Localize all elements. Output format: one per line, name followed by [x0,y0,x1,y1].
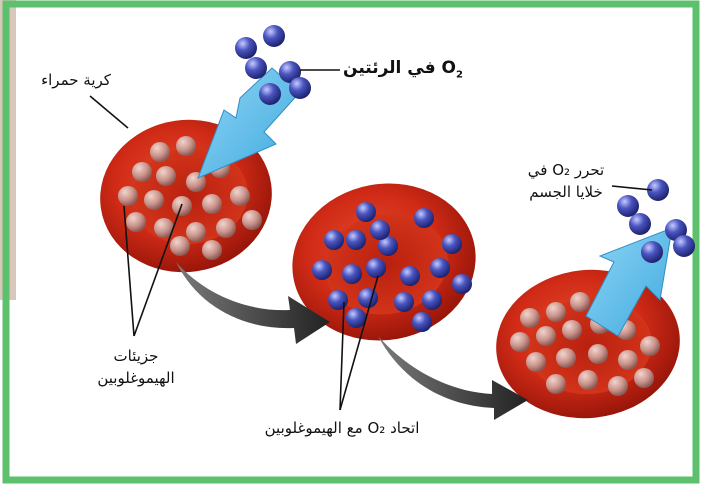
label-o2-release-line1: تحرر O₂ في [520,160,612,180]
label-o2-in-lungs: O2 في الرئتين [338,58,468,85]
label-o2-release-line2: خلايا الجسم [520,182,612,202]
label-hemoglobin-line2: الهيموغلوبين [84,368,188,388]
label-o2-binding: اتحاد O₂ مع الهيموغلوبين [232,418,452,438]
label-hemoglobin-line1: جزيئات [90,346,182,366]
o2-lungs-text: في الرئتين [343,58,436,78]
o2-symbol: O2 [442,58,463,78]
label-red-cell: كرية حمراء [26,70,126,90]
